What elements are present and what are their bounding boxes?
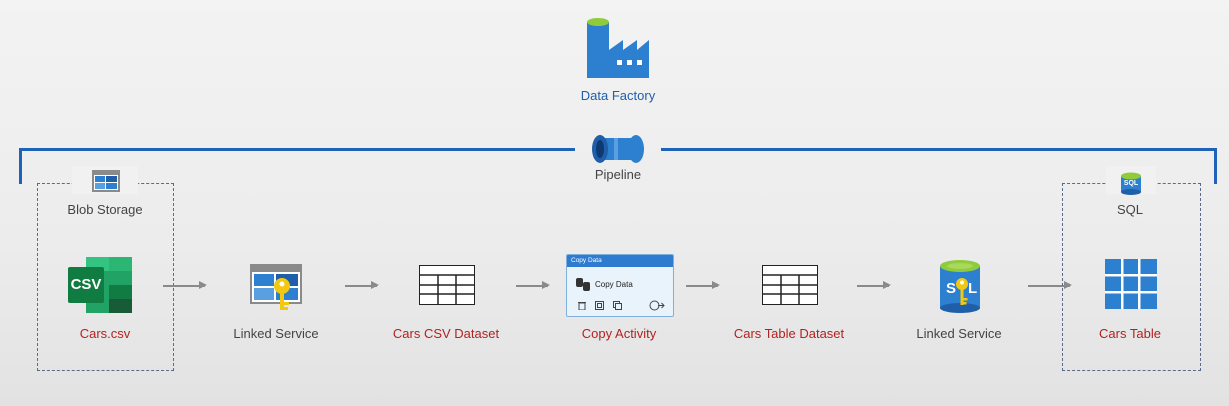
clone-icon[interactable] (613, 301, 622, 310)
data-factory-icon (587, 18, 649, 78)
sql-label: SQL (1116, 202, 1143, 217)
linked-service-source-label: Linked Service (233, 326, 319, 341)
pipeline-label: Pipeline (594, 167, 642, 182)
arrow-5 (857, 282, 891, 288)
table-dataset-table-icon (762, 265, 818, 305)
pipeline-line-left (19, 148, 575, 151)
cars-table-grid-icon (1105, 259, 1157, 309)
cars-table-dataset-label: Cars Table Dataset (733, 326, 845, 341)
copy-activity-label: Copy Activity (581, 326, 657, 341)
copy-card-title: Copy Data (595, 280, 633, 289)
csv-dataset-table-icon (419, 265, 475, 305)
copy-activity-card[interactable]: Copy Data Copy Data (566, 254, 674, 317)
cars-csv-dataset-label: Cars CSV Dataset (392, 326, 500, 341)
blob-storage-label: Blob Storage (67, 202, 143, 217)
csv-file-icon (68, 257, 132, 313)
blob-storage-icon (92, 170, 120, 192)
arrow-3 (516, 282, 550, 288)
sql-badge-text: SQL (1123, 180, 1139, 187)
data-factory-label: Data Factory (580, 88, 656, 103)
csv-badge-text: CSV (70, 276, 102, 293)
pipeline-line-right (661, 148, 1217, 151)
copy-data-icon (576, 278, 590, 291)
cars-csv-label: Cars.csv (79, 326, 131, 341)
add-output-icon[interactable] (649, 300, 665, 311)
arrow-6 (1028, 282, 1072, 288)
pipeline-line-right-drop (1214, 148, 1217, 184)
linked-service-sink-label: Linked Service (916, 326, 1002, 341)
pipeline-line-left-drop (19, 148, 22, 184)
arrow-1 (163, 282, 207, 288)
arrow-2 (345, 282, 379, 288)
cars-table-label: Cars Table (1099, 326, 1161, 341)
sql-database-icon (1121, 172, 1141, 195)
pipeline-icon (592, 135, 644, 163)
arrow-4 (686, 282, 720, 288)
copy-card-header: Copy Data (567, 255, 673, 267)
svg-text:S: S (946, 280, 956, 297)
delete-icon[interactable] (578, 301, 586, 310)
linked-service-blob-icon (250, 264, 302, 310)
svg-text:L: L (968, 280, 977, 297)
code-icon[interactable] (595, 301, 604, 310)
linked-service-sql-icon: S L (940, 260, 980, 313)
